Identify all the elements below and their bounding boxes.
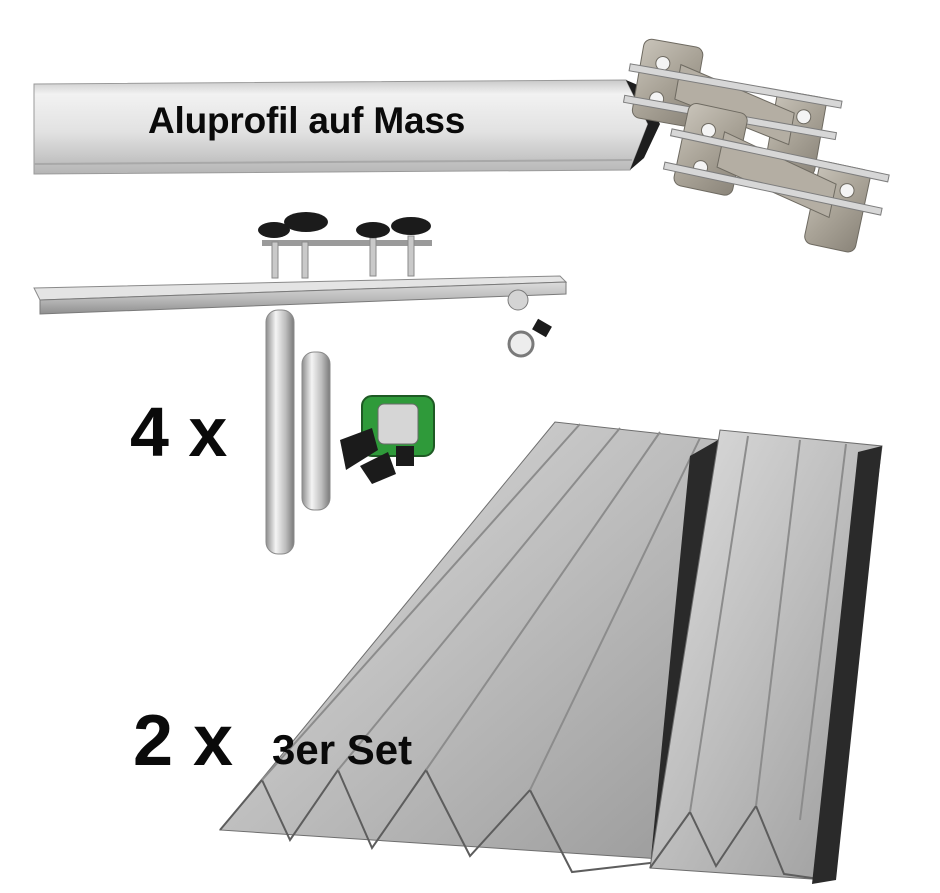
sheets-quantity-label: 2 x xyxy=(133,701,234,781)
knob-icon xyxy=(356,222,390,238)
rods-quantity-label: 4 x xyxy=(130,393,228,471)
rods xyxy=(265,309,331,555)
corrugated-sheets xyxy=(218,421,883,884)
green-clamp xyxy=(340,395,435,484)
sheets-set-label: 3er Set xyxy=(272,726,413,773)
knob-icon xyxy=(284,212,328,232)
aluminium-profile xyxy=(33,79,660,175)
knob-icon xyxy=(258,222,290,238)
knob-icon xyxy=(391,217,431,235)
clamping-bar xyxy=(33,212,568,358)
profile-caption: Aluprofil auf Mass xyxy=(148,100,466,141)
mounting-brackets xyxy=(622,38,890,253)
